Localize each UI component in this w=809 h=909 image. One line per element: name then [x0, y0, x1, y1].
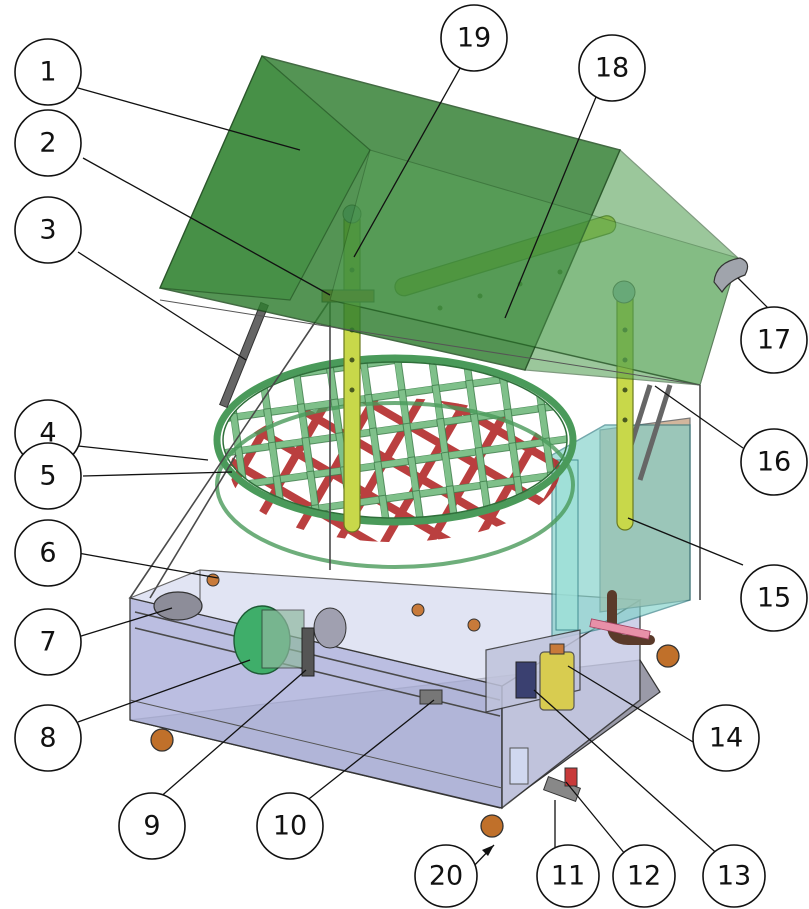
callout-13: 13	[702, 844, 766, 908]
callout-10: 10	[256, 792, 324, 860]
svg-text:20: 20	[429, 861, 463, 892]
svg-text:2: 2	[39, 128, 56, 159]
wheel	[150, 728, 174, 752]
turntable-grid	[222, 361, 568, 519]
callout-14: 14	[692, 704, 760, 772]
callout-3: 3	[14, 196, 82, 264]
svg-text:14: 14	[709, 723, 743, 754]
svg-text:12: 12	[627, 861, 661, 892]
svg-text:18: 18	[595, 53, 629, 84]
pump-fitting	[153, 591, 203, 621]
callout-11: 11	[536, 844, 600, 908]
svg-text:6: 6	[39, 538, 56, 569]
lid	[158, 55, 749, 386]
callout-15: 15	[740, 564, 808, 632]
svg-text:1: 1	[39, 57, 56, 88]
wheel	[656, 644, 680, 668]
svg-text:8: 8	[39, 723, 56, 754]
turntable-outer-ring	[213, 354, 577, 526]
lid-side-left	[159, 55, 371, 301]
tank-body	[128, 569, 680, 838]
svg-text:16: 16	[757, 447, 791, 478]
callout-18: 18	[578, 34, 646, 102]
callout-17: 17	[740, 306, 808, 374]
svg-text:3: 3	[39, 215, 56, 246]
callout-6: 6	[14, 519, 82, 587]
side-cabinet	[485, 417, 691, 713]
turntable-base-ring	[215, 401, 575, 569]
callout-20: 20	[414, 844, 478, 908]
drain-valve	[542, 775, 582, 803]
callout-1: 1	[14, 38, 82, 106]
clamp	[301, 627, 315, 677]
svg-text:10: 10	[273, 811, 307, 842]
callout-8: 8	[14, 704, 82, 772]
svg-text:5: 5	[39, 461, 56, 492]
svg-text:7: 7	[39, 627, 56, 658]
wheel	[480, 814, 504, 838]
svg-text:9: 9	[143, 811, 160, 842]
callout-9: 9	[118, 792, 186, 860]
svg-text:17: 17	[757, 325, 791, 356]
callout-19: 19	[440, 4, 508, 72]
turntable	[213, 354, 577, 569]
chemical-bottle	[539, 651, 575, 711]
svg-text:19: 19	[457, 23, 491, 54]
svg-text:4: 4	[39, 418, 56, 449]
leader-lines	[77, 53, 781, 871]
svg-text:15: 15	[757, 583, 791, 614]
svg-text:13: 13	[717, 861, 751, 892]
callout-7: 7	[14, 608, 82, 676]
callout-12: 12	[612, 844, 676, 908]
callout-5: 5	[14, 442, 82, 510]
callout-16: 16	[740, 428, 808, 496]
callout-2: 2	[14, 109, 82, 177]
svg-text:11: 11	[551, 861, 585, 892]
lid-handle	[713, 257, 749, 294]
